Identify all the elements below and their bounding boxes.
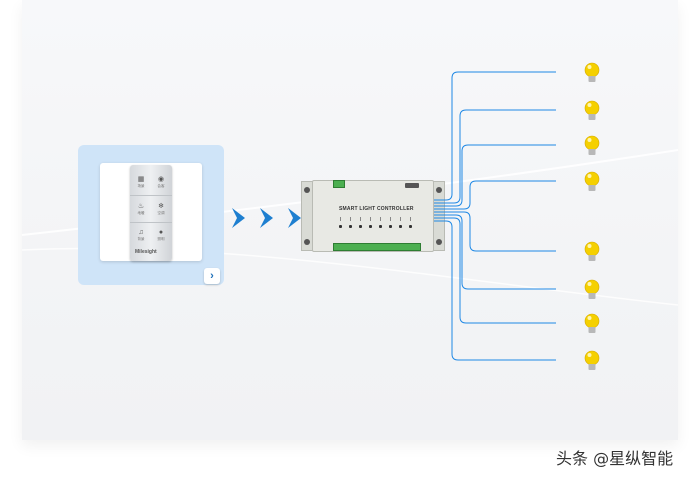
key-label: 背景 [137, 237, 145, 241]
light-bulb-icon [584, 135, 600, 155]
music-key[interactable]: ♫背景 [132, 225, 150, 246]
key-label: 场景 [137, 183, 145, 188]
light-bulb-icon [584, 241, 600, 261]
top-terminal [333, 180, 345, 188]
light-bulb-icon [584, 62, 600, 82]
wire-line [434, 71, 556, 201]
chevron-arrow-icon [260, 208, 273, 228]
channel-tick [340, 217, 341, 221]
channel-led [339, 225, 342, 228]
channel-tick [350, 217, 351, 221]
wire-line [434, 180, 556, 210]
key-label: 会客 [157, 183, 165, 188]
bulbs-column [584, 62, 600, 370]
snowflake-key[interactable]: ❄空调 [152, 198, 170, 219]
bottom-terminal-block [333, 243, 421, 251]
channel-led [359, 225, 362, 228]
status-port [405, 183, 419, 188]
channel-led [349, 225, 352, 228]
light-bulb-icon [584, 100, 600, 120]
key-divider [130, 222, 172, 223]
channel-led [399, 225, 402, 228]
mount-hole [436, 187, 442, 193]
flow-arrows [232, 208, 301, 228]
mounting-ear-right [433, 181, 445, 251]
channel-led [369, 225, 372, 228]
snowflake-icon: ❄ [158, 202, 164, 210]
watermark: 头条 @星纵智能 [556, 449, 674, 468]
mount-hole [304, 187, 310, 193]
brand-logo: Milesight [135, 249, 157, 255]
mount-hole [304, 239, 310, 245]
light-bulb-icon [584, 313, 600, 333]
mount-hole [436, 239, 442, 245]
grid-key[interactable]: ▦场景 [132, 171, 150, 192]
key-label: 空调 [157, 210, 165, 215]
wire-line [434, 144, 556, 207]
channel-led [379, 225, 382, 228]
flame-icon: ♨ [137, 202, 145, 210]
wire-line [434, 220, 556, 361]
channel-tick [380, 217, 381, 221]
channel-led [389, 225, 392, 228]
key-divider [130, 195, 172, 196]
key-label: 照明 [157, 237, 165, 241]
channel-tick [410, 217, 411, 221]
flame-key[interactable]: ♨地暖 [132, 198, 150, 219]
bulb-icon: ● [158, 229, 164, 236]
dial-icon: ◉ [157, 175, 165, 183]
wire-line [434, 211, 556, 252]
channel-tick [390, 217, 391, 221]
chevron-arrow-icon [288, 208, 301, 228]
music-icon: ♫ [138, 229, 144, 236]
bulb-key[interactable]: ●照明 [152, 225, 170, 246]
wire-line [434, 109, 556, 204]
expand-button[interactable]: › [204, 268, 220, 284]
wire-line [434, 217, 556, 324]
mounting-ear-left [301, 181, 313, 251]
light-bulb-icon [584, 350, 600, 370]
light-bulb-icon [584, 279, 600, 299]
smart-light-controller: SMART LIGHT CONTROLLER [301, 180, 445, 252]
wire-line [434, 214, 556, 290]
dial-key[interactable]: ◉会客 [152, 171, 170, 192]
grid-icon: ▦ [137, 175, 145, 183]
channel-tick [400, 217, 401, 221]
channel-led [409, 225, 412, 228]
light-bulb-icon [584, 171, 600, 191]
key-label: 地暖 [137, 210, 145, 215]
channel-tick [370, 217, 371, 221]
chevron-arrow-icon [232, 208, 245, 228]
channel-tick [360, 217, 361, 221]
controller-title: SMART LIGHT CONTROLLER [339, 206, 414, 212]
